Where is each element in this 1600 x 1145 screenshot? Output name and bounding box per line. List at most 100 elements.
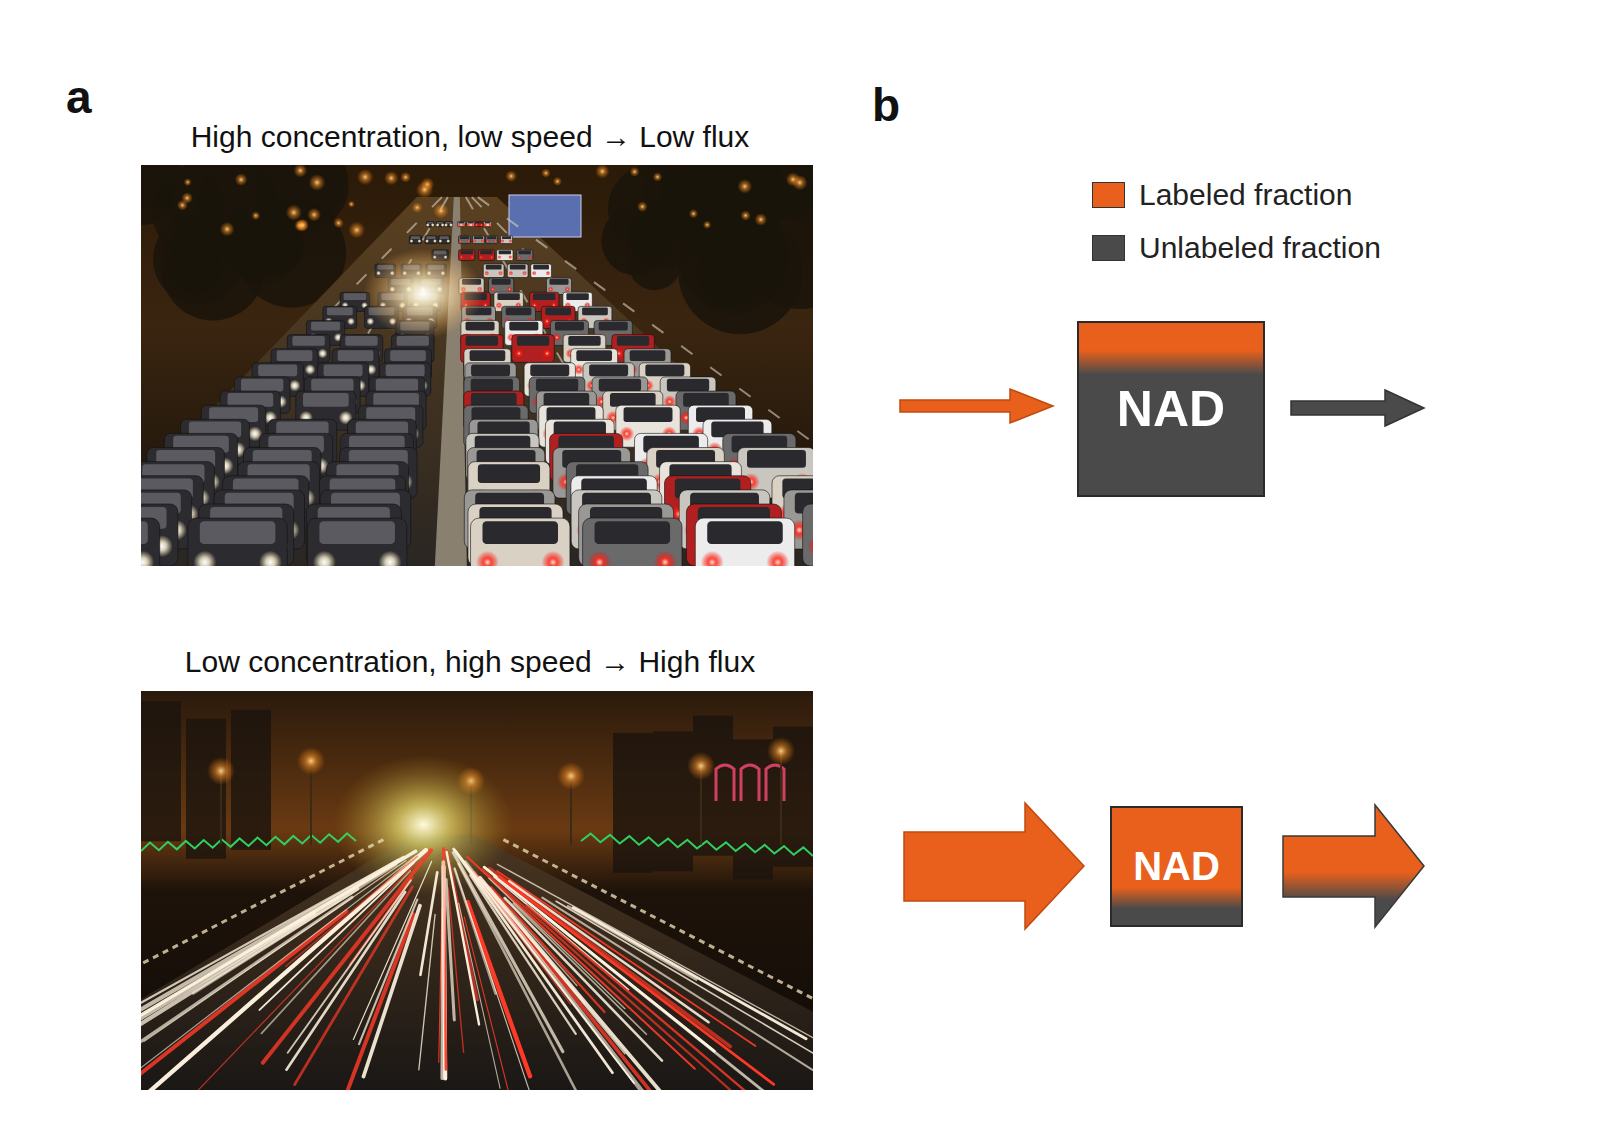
car-window <box>576 350 612 361</box>
taillight <box>466 223 470 227</box>
street-light <box>184 178 192 186</box>
car-window <box>667 379 709 392</box>
light-streak <box>454 849 613 1073</box>
taillight <box>459 239 463 243</box>
car-window <box>386 364 425 376</box>
light-streak <box>573 908 806 1039</box>
car-window <box>545 307 571 315</box>
road <box>141 197 813 566</box>
legend-entry: Labeled fraction <box>1092 178 1353 212</box>
car <box>307 518 406 566</box>
taillight <box>701 551 724 566</box>
street-light <box>286 204 302 220</box>
street-light <box>553 177 562 186</box>
car-window <box>555 322 584 331</box>
lane-mark <box>466 197 682 566</box>
headlight <box>436 223 440 227</box>
car-body <box>517 250 533 261</box>
street-light <box>357 169 373 185</box>
car-window <box>466 322 495 331</box>
light-streak <box>288 880 411 1052</box>
street-light <box>630 167 640 177</box>
car-window <box>566 293 588 300</box>
car-window <box>486 265 502 270</box>
light-streak <box>459 903 500 1088</box>
headlight <box>425 239 429 243</box>
tree <box>245 218 303 276</box>
taillight <box>588 551 611 566</box>
car-body <box>467 222 475 227</box>
car-window <box>568 336 600 346</box>
taillight <box>497 255 501 259</box>
car-body <box>188 518 287 566</box>
car-body <box>475 222 483 227</box>
light-streak <box>263 850 431 1062</box>
car-body <box>141 518 160 566</box>
lamp-light <box>767 737 795 765</box>
building <box>141 701 181 841</box>
lane-mark <box>141 197 442 566</box>
car <box>438 236 450 244</box>
taillight <box>480 239 484 243</box>
street-light <box>309 174 326 191</box>
car-body <box>512 335 555 363</box>
car-window <box>502 236 511 239</box>
taillight <box>508 255 512 259</box>
street-light <box>220 222 235 237</box>
taillight <box>542 551 565 566</box>
car-window <box>499 250 511 254</box>
headlight <box>366 317 374 325</box>
car <box>409 236 421 244</box>
lane-mark <box>478 197 813 566</box>
taillight <box>543 317 551 325</box>
taillight <box>548 286 554 292</box>
tree <box>629 238 681 290</box>
car-window <box>518 250 530 254</box>
building <box>613 733 653 873</box>
car <box>425 236 437 244</box>
car-window <box>338 350 374 361</box>
car-window <box>466 336 498 346</box>
car-window <box>480 250 492 254</box>
light-streak <box>509 881 708 1022</box>
taillight <box>494 239 498 243</box>
car-body <box>471 518 570 566</box>
car <box>466 222 475 227</box>
car-window <box>478 464 540 483</box>
car-window <box>471 379 513 392</box>
street-light <box>433 203 449 219</box>
car-body <box>507 264 528 278</box>
car-window <box>327 307 353 315</box>
headlight <box>313 551 336 566</box>
car-window <box>492 279 511 285</box>
car-body <box>486 236 498 244</box>
taillight <box>517 255 521 259</box>
street-light <box>637 201 648 212</box>
car-window <box>630 350 666 361</box>
street-light <box>792 175 807 190</box>
light-streak <box>467 857 695 1069</box>
legend-entry: Unlabeled fraction <box>1092 231 1381 265</box>
car <box>457 222 466 227</box>
headlight <box>289 380 301 392</box>
street-light <box>541 168 550 177</box>
light-streak <box>556 901 813 1090</box>
car <box>473 236 485 244</box>
light-streak <box>464 917 515 1090</box>
car-body <box>426 222 434 227</box>
street-light <box>595 165 609 178</box>
car-body <box>445 222 453 227</box>
headlight <box>141 551 154 566</box>
car-window <box>482 521 558 544</box>
light-streak <box>489 878 625 1008</box>
car-window <box>617 336 649 346</box>
headlight <box>318 349 328 359</box>
street-light <box>755 213 768 226</box>
street-light <box>296 219 309 232</box>
car-window <box>595 521 671 544</box>
taillight <box>546 271 551 276</box>
car <box>483 222 492 227</box>
node-label: NAD <box>1133 844 1220 889</box>
headlight <box>259 551 282 566</box>
car-window <box>241 379 283 392</box>
